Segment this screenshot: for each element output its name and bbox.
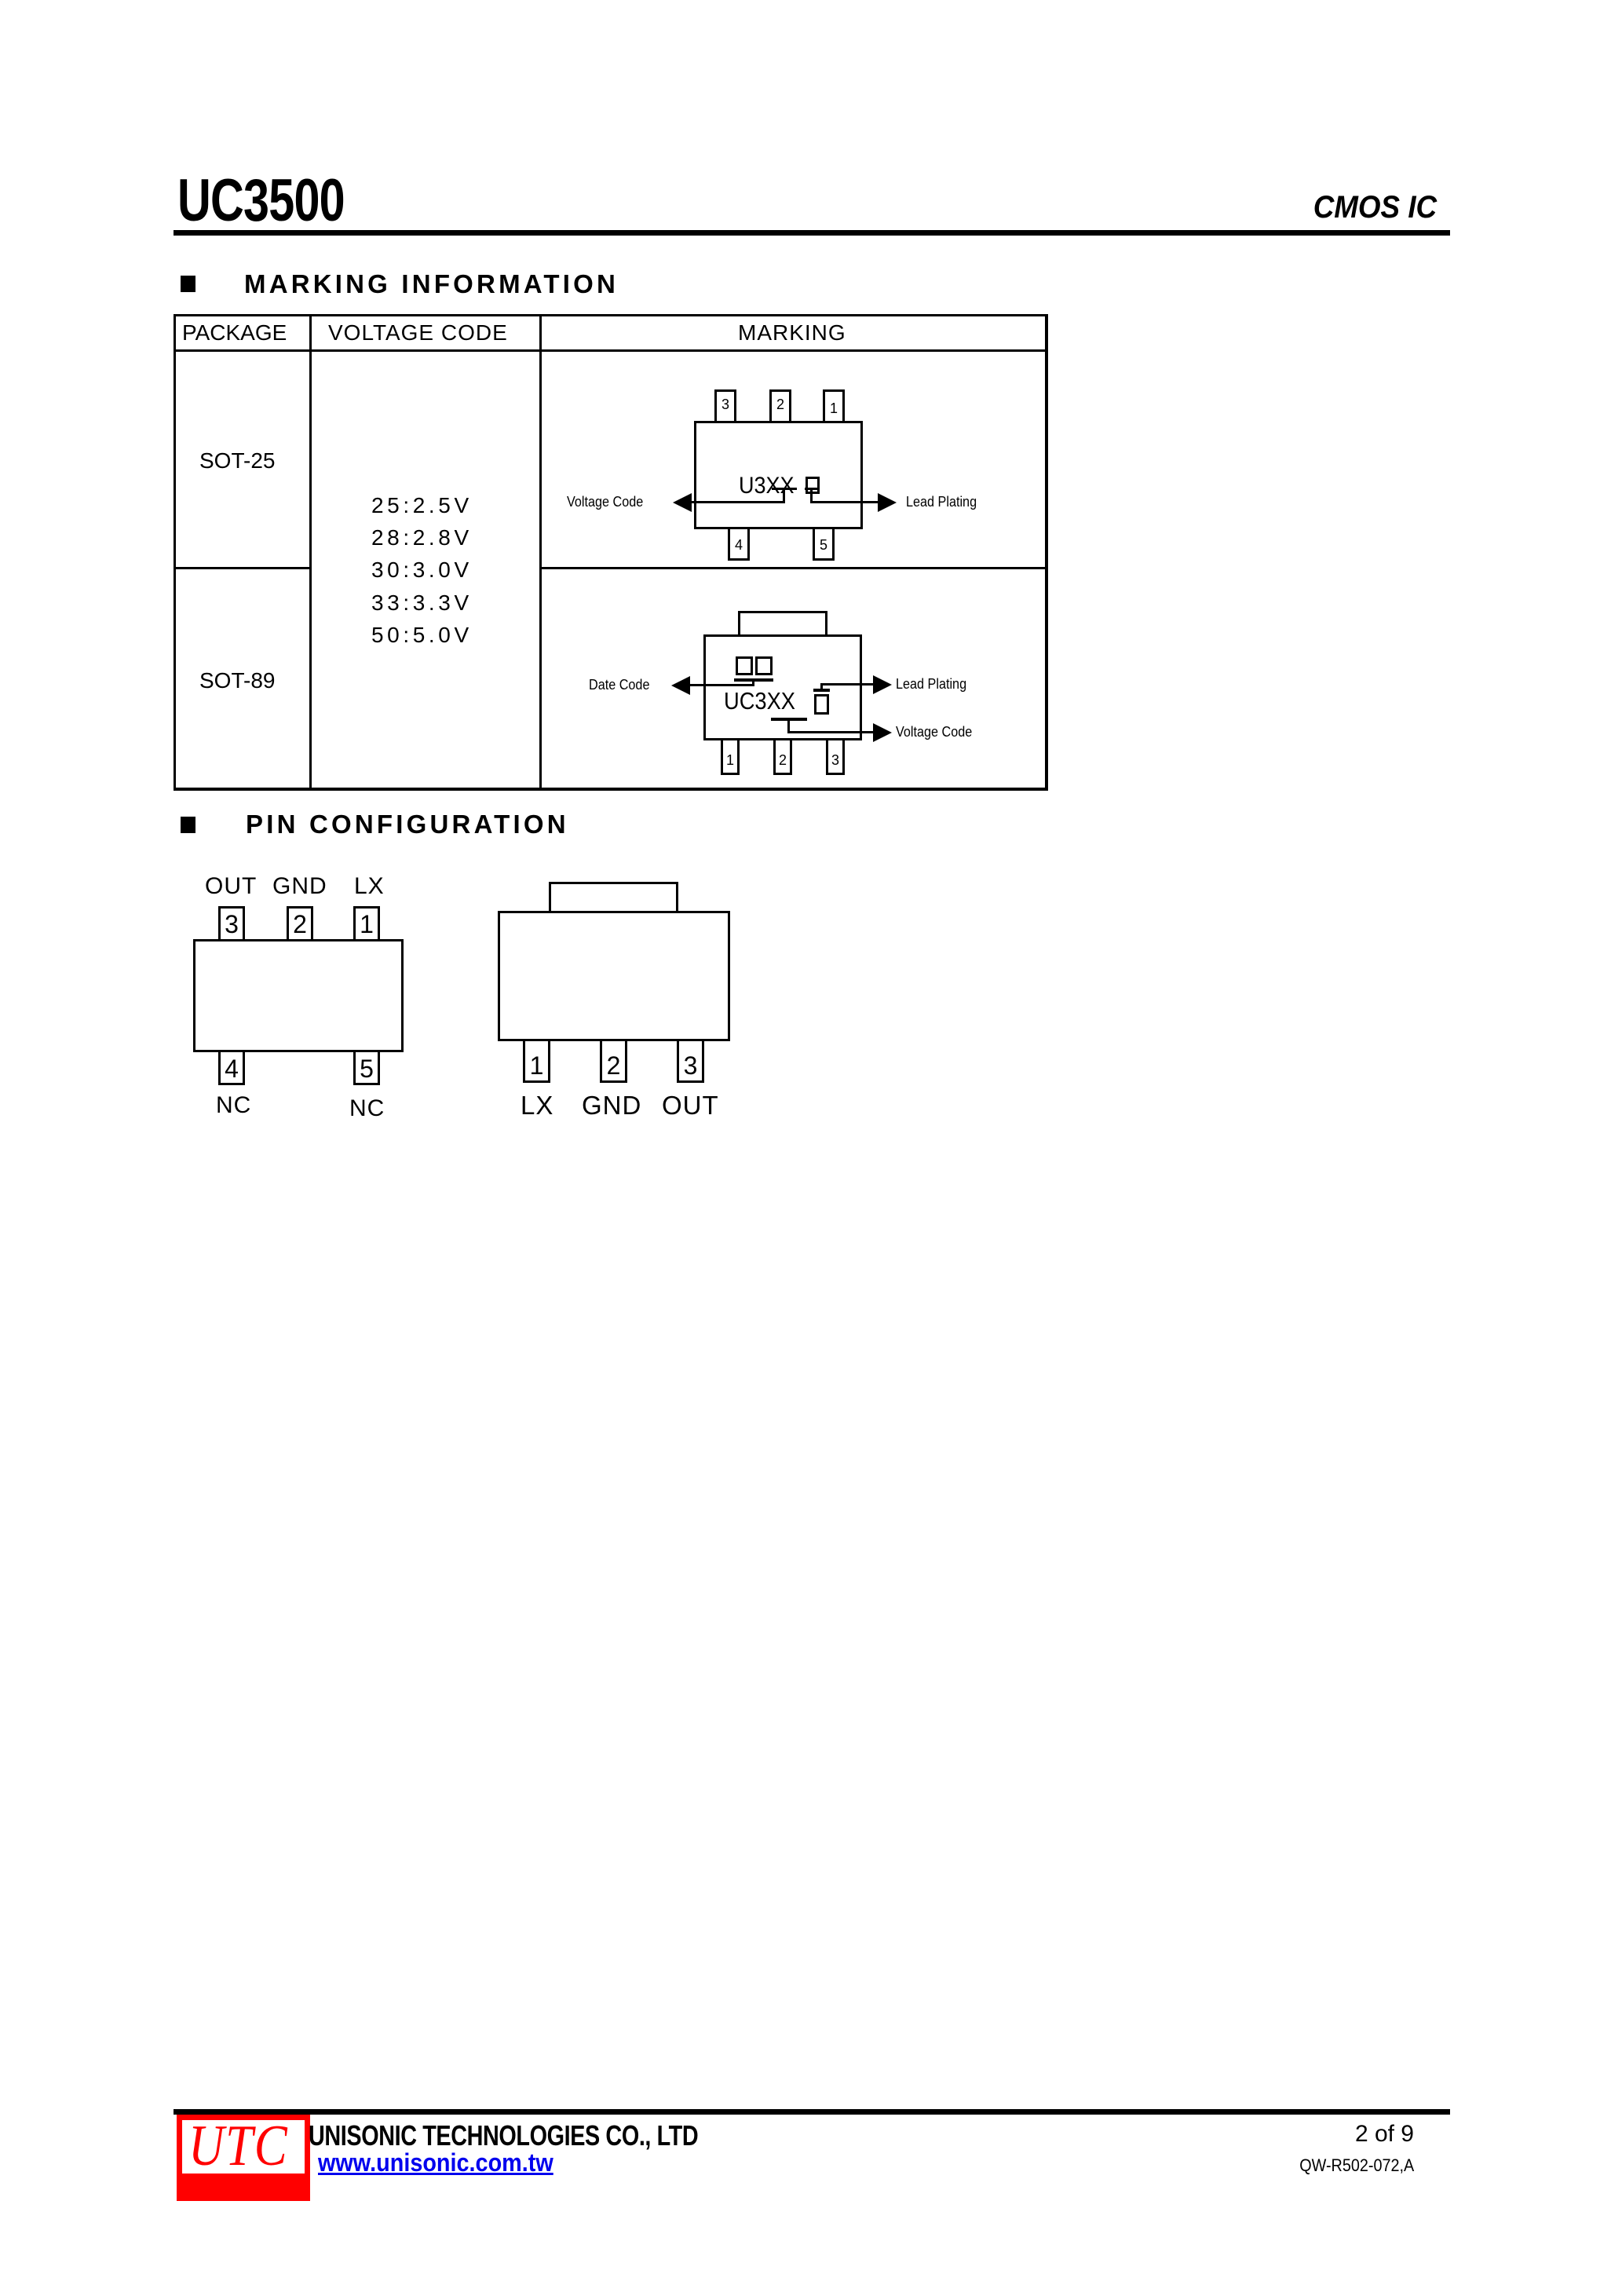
sot25-pin-2: 2 bbox=[287, 906, 313, 941]
voltage-code-item: 25:2.5V bbox=[371, 493, 473, 517]
sot25-voltage-leader-v bbox=[783, 488, 785, 503]
sot25-mark-pin-3: 3 bbox=[714, 389, 736, 423]
sot89-pin-3: 3 bbox=[677, 1039, 704, 1083]
table-row-divider-package bbox=[174, 567, 311, 569]
sot25-mark-body bbox=[694, 421, 863, 529]
sot89-body bbox=[498, 911, 730, 1041]
utc-logo: UTC bbox=[177, 2115, 310, 2201]
sot89-date-code-label: Date Code bbox=[589, 677, 650, 693]
sot89-marking-text: UC3XX bbox=[724, 687, 795, 715]
pin-label: OUT bbox=[205, 873, 258, 899]
company-website-link[interactable]: www.unisonic.com.tw bbox=[318, 2148, 553, 2177]
table-row-divider-marking bbox=[539, 567, 1048, 569]
sot89-plating-bar bbox=[813, 689, 830, 692]
arrow-right-icon bbox=[873, 675, 892, 694]
arrow-right-icon bbox=[878, 493, 897, 512]
sot89-date-leader-h bbox=[686, 684, 754, 686]
sot89-voltage-leader-h bbox=[787, 731, 875, 733]
sot89-plating-leader-v bbox=[820, 683, 823, 690]
voltage-code-item: 50:5.0V bbox=[371, 623, 473, 647]
table-header-voltage-code: VOLTAGE CODE bbox=[328, 320, 508, 345]
sot89-mark-pin-2: 2 bbox=[773, 738, 792, 775]
table-border-left bbox=[174, 314, 176, 791]
arrow-left-icon bbox=[671, 676, 690, 695]
sot89-lead-plating-label: Lead Plating bbox=[896, 676, 967, 692]
sot89-voltage-leader-v bbox=[787, 718, 790, 733]
table-header-package: PACKAGE bbox=[182, 320, 287, 345]
bullet-square-icon bbox=[181, 817, 195, 833]
date-code-square-icon bbox=[736, 656, 753, 675]
sot89-date-leader-v bbox=[752, 678, 754, 686]
utc-logo-text: UTC bbox=[188, 2114, 289, 2178]
sot25-mark-pin-5: 5 bbox=[813, 527, 835, 561]
sot25-mark-pin-1: 1 bbox=[823, 389, 845, 423]
document-number: QW-R502-072,A bbox=[1299, 2155, 1414, 2175]
bullet-square-icon bbox=[181, 276, 195, 292]
pin-label: NC bbox=[216, 1092, 252, 1118]
header-rule bbox=[174, 230, 1450, 236]
page-title: UC3500 bbox=[177, 167, 345, 234]
lead-plating-square-icon bbox=[806, 477, 820, 494]
sot25-lead-plating-label: Lead Plating bbox=[906, 494, 977, 510]
arrow-right-icon bbox=[873, 723, 892, 742]
sot89-mark-body bbox=[703, 634, 862, 740]
table-border-bottom bbox=[174, 788, 1048, 791]
sot25-voltage-code-label: Voltage Code bbox=[567, 494, 644, 510]
sot25-voltage-leader-h bbox=[688, 501, 785, 503]
table-header-marking: MARKING bbox=[738, 320, 846, 345]
sot25-mark-pin-2: 2 bbox=[769, 389, 791, 423]
sot89-pin-1: 1 bbox=[523, 1039, 550, 1083]
arrow-left-icon bbox=[673, 493, 692, 512]
sot89-pin-2: 2 bbox=[600, 1039, 627, 1083]
voltage-code-item: 30:3.0V bbox=[371, 558, 473, 582]
sot89-voltage-code-label: Voltage Code bbox=[896, 724, 973, 740]
lead-plating-square-icon bbox=[814, 694, 829, 715]
table-col-divider-1 bbox=[309, 314, 312, 791]
sot89-tab bbox=[549, 882, 678, 913]
table-col-divider-2 bbox=[539, 314, 542, 791]
pin-label: NC bbox=[349, 1095, 385, 1121]
sot89-plating-leader-h bbox=[820, 683, 875, 686]
footer-rule bbox=[174, 2109, 1450, 2115]
sot25-pin-3: 3 bbox=[218, 906, 245, 941]
pin-label: LX bbox=[521, 1091, 554, 1120]
sot25-body bbox=[193, 939, 404, 1052]
section-heading-pin-config: PIN CONFIGURATION bbox=[246, 810, 569, 839]
voltage-code-item: 33:3.3V bbox=[371, 590, 473, 615]
document-category: CMOS IC bbox=[1313, 190, 1437, 225]
page-number: 2 of 9 bbox=[1354, 2121, 1414, 2147]
pin-label: LX bbox=[354, 873, 385, 899]
company-name: UNISONIC TECHNOLOGIES CO., LTD bbox=[309, 2119, 699, 2152]
table-border-top bbox=[174, 314, 1048, 316]
date-code-square-icon bbox=[755, 656, 773, 675]
sot25-pin-1: 1 bbox=[353, 906, 380, 941]
package-sot25: SOT-25 bbox=[199, 448, 276, 473]
pin-label: GND bbox=[582, 1091, 642, 1120]
table-border-right bbox=[1045, 314, 1048, 791]
pin-label: GND bbox=[272, 873, 327, 899]
package-sot89: SOT-89 bbox=[199, 668, 276, 693]
table-header-rule bbox=[174, 349, 1048, 352]
sot89-mark-tab bbox=[738, 611, 827, 637]
sot89-mark-pin-1: 1 bbox=[721, 738, 740, 775]
pin-label: OUT bbox=[662, 1091, 719, 1120]
sot89-mark-pin-3: 3 bbox=[826, 738, 845, 775]
sot25-mark-pin-4: 4 bbox=[728, 527, 750, 561]
sot25-pin-4: 4 bbox=[218, 1050, 245, 1085]
voltage-code-item: 28:2.8V bbox=[371, 525, 473, 550]
sot25-pin-5: 5 bbox=[353, 1050, 380, 1085]
utc-logo-panel: UTC bbox=[182, 2114, 305, 2178]
sot25-marking-text: U3XX bbox=[739, 473, 795, 499]
section-heading-marking: MARKING INFORMATION bbox=[244, 269, 619, 298]
sot25-plating-leader-v bbox=[810, 488, 813, 503]
sot25-plating-leader-h bbox=[810, 501, 879, 503]
